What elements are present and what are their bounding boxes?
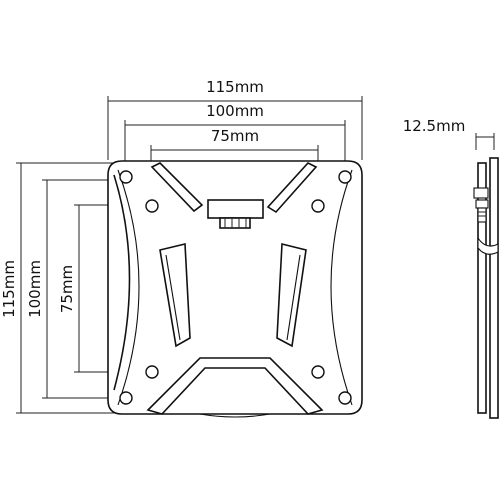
height-100-label: 100mm <box>26 260 44 318</box>
hole-75-top-right <box>311 199 325 213</box>
hole-115-bottom-right <box>338 391 352 405</box>
slot-middle-right <box>276 242 307 348</box>
side-latch <box>473 187 489 199</box>
latch-block <box>207 199 264 219</box>
height-dimensions: 115mm 100mm 75mm <box>0 162 150 414</box>
slot-top-right <box>266 162 318 214</box>
plate-outline <box>107 160 363 415</box>
side-hook <box>477 236 499 255</box>
hole-75-bottom-right <box>311 365 325 379</box>
height-75-label: 75mm <box>58 265 76 313</box>
side-view: 12.5mm <box>403 117 499 419</box>
hole-115-top-left <box>119 170 133 184</box>
width-115-label: 115mm <box>206 78 264 96</box>
side-back-plate <box>489 157 499 419</box>
hole-115-bottom-left <box>119 391 133 405</box>
slot-middle-right-inner <box>286 254 301 341</box>
hole-115-top-right <box>338 170 352 184</box>
plate-inner-edge <box>117 169 353 406</box>
hole-75-top-left <box>145 199 159 213</box>
hole-75-bottom-left <box>145 365 159 379</box>
height-115-label: 115mm <box>0 260 18 318</box>
width-100-label: 100mm <box>206 102 264 120</box>
side-screw-head <box>475 199 489 209</box>
slot-middle-left <box>159 242 191 348</box>
slot-middle-left-inner <box>165 254 181 341</box>
width-dimensions: 115mm 100mm 75mm <box>107 78 363 205</box>
width-75-label: 75mm <box>211 127 259 145</box>
bottom-tab <box>199 413 271 418</box>
latch-spring <box>219 217 251 229</box>
slot-top-left <box>150 162 204 213</box>
side-screw <box>477 207 487 223</box>
bottom-brace <box>146 357 324 415</box>
side-depth-label: 12.5mm <box>403 117 466 135</box>
bracket-plate <box>107 160 363 418</box>
side-plate <box>477 162 487 414</box>
